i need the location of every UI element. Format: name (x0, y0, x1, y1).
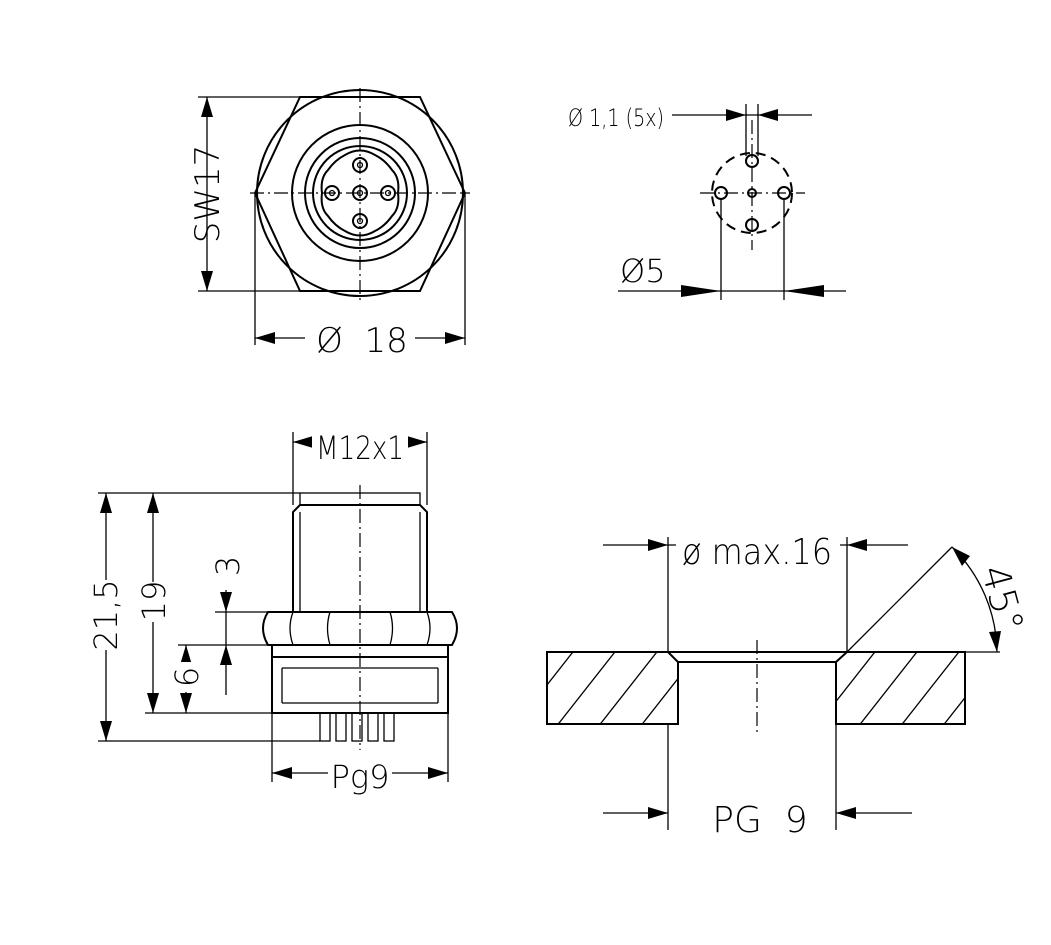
front-diameter-label: Ø 18 (316, 321, 408, 361)
overall-length-label: 21,5 (87, 579, 125, 650)
hex-nut (262, 611, 458, 646)
solder-pins (319, 712, 395, 742)
max-diameter-label: ø max.16 (682, 532, 832, 573)
wrench-size-label: SW17 (188, 145, 228, 243)
panel-hatch-left (547, 652, 678, 724)
thread-size-label: M12x1 (316, 429, 404, 467)
side-view: M12x1 21,5 19 3 6 (87, 426, 458, 796)
pitch-circle-label: Ø5 (620, 252, 666, 290)
pin-layout-view: Ø 1,1 (5x) Ø5 (568, 104, 846, 300)
panel-right (835, 651, 966, 725)
top-dim-label: 3 (209, 556, 247, 576)
mid-dim-label: 6 (168, 667, 206, 687)
panel-hatch-right (836, 652, 965, 724)
front-view: SW17 Ø 18 (188, 88, 470, 361)
angle-label: 45° (973, 560, 1033, 636)
cutout-thread-label: PG 9 (712, 800, 807, 841)
length-to-nut-label: 19 (135, 581, 173, 622)
base-thread-label: Pg9 (331, 758, 390, 796)
pin-hole-label: Ø 1,1 (5x) (568, 104, 664, 132)
panel-cutout-view: ø max.16 45° PG 9 (546, 528, 1033, 841)
contact-insert (320, 149, 400, 237)
panel-left (546, 651, 679, 725)
